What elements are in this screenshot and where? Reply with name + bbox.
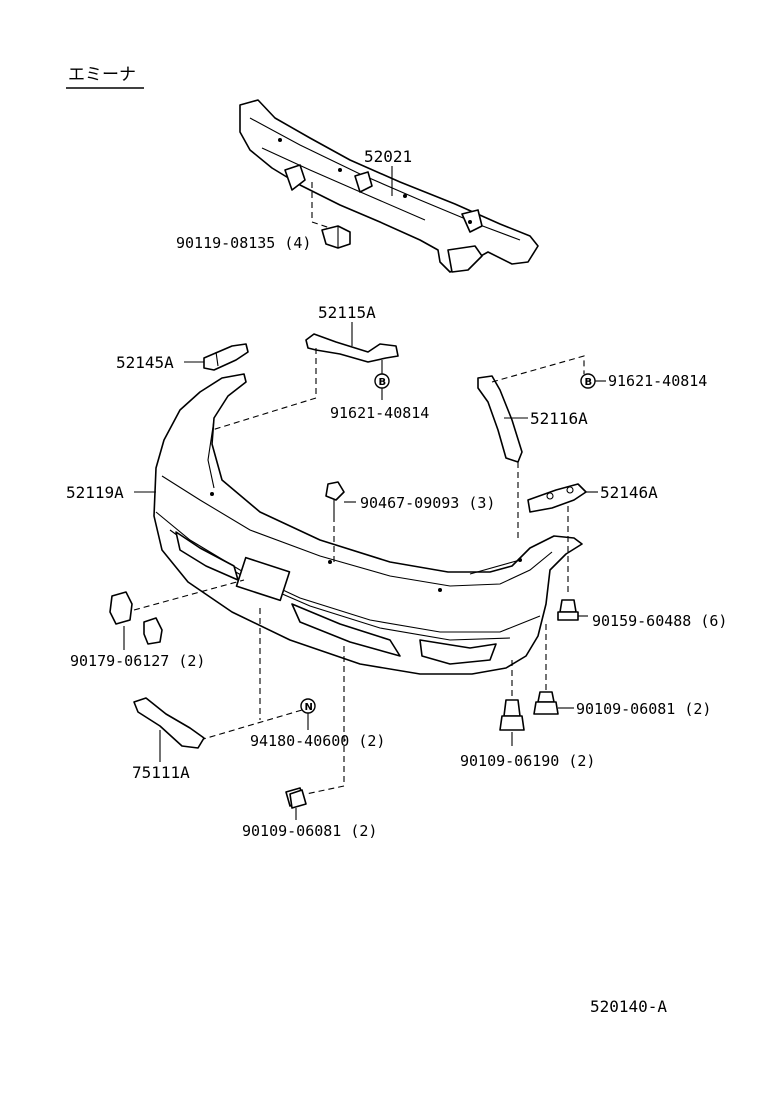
label-75111A: 75111A bbox=[132, 763, 190, 782]
label-90179-06127: 90179-06127 (2) bbox=[70, 652, 205, 670]
label-52119A: 52119A bbox=[66, 483, 124, 502]
bumper-cover[interactable] bbox=[153, 373, 583, 675]
screw-icon[interactable] bbox=[557, 599, 579, 621]
license-bracket[interactable] bbox=[133, 697, 205, 749]
svg-text:N: N bbox=[305, 702, 313, 713]
support-right[interactable] bbox=[527, 483, 587, 513]
label-90159-60488: 90159-60488 (6) bbox=[592, 612, 727, 630]
label-94180-40600: 94180-40600 (2) bbox=[250, 732, 385, 750]
label-52115A: 52115A bbox=[318, 303, 376, 322]
label-52146A: 52146A bbox=[600, 483, 658, 502]
diagram-id: 520140-A bbox=[590, 997, 667, 1016]
label-90109-06190: 90109-06190 (2) bbox=[460, 752, 595, 770]
label-52145A: 52145A bbox=[116, 353, 174, 372]
label-91621-40814-left: 91621-40814 bbox=[330, 404, 429, 422]
label-90119-08135: 90119-08135 (4) bbox=[176, 234, 311, 252]
nut-n-marker-icon: N bbox=[300, 698, 316, 714]
bolt-icon[interactable] bbox=[321, 225, 351, 249]
label-90109-06081-right: 90109-06081 (2) bbox=[576, 700, 711, 718]
label-90467-09093: 90467-09093 (3) bbox=[360, 494, 495, 512]
bolt-bottom-icon[interactable] bbox=[285, 787, 307, 809]
label-91621-40814-right: 91621-40814 bbox=[608, 372, 707, 390]
bumper-reinforcement[interactable] bbox=[239, 99, 539, 273]
model-name: エミーナ bbox=[68, 65, 136, 85]
support-left[interactable] bbox=[203, 343, 249, 371]
svg-text:B: B bbox=[379, 377, 387, 388]
clip-b-marker-right-icon: B bbox=[580, 373, 596, 389]
bolt-center-icon[interactable] bbox=[499, 699, 525, 731]
svg-text:B: B bbox=[585, 377, 593, 388]
clip-b-marker-icon: B bbox=[374, 373, 390, 389]
label-90109-06081-bottom: 90109-06081 (2) bbox=[242, 822, 377, 840]
retainer-center-right[interactable] bbox=[477, 375, 523, 463]
clip-center-icon[interactable] bbox=[325, 481, 345, 516]
nut-left-icon[interactable] bbox=[109, 591, 163, 645]
bolt-right-icon[interactable] bbox=[533, 691, 559, 715]
label-52116A: 52116A bbox=[530, 409, 588, 428]
label-52021: 52021 bbox=[364, 147, 412, 166]
model-header: エミーナ bbox=[66, 65, 144, 89]
